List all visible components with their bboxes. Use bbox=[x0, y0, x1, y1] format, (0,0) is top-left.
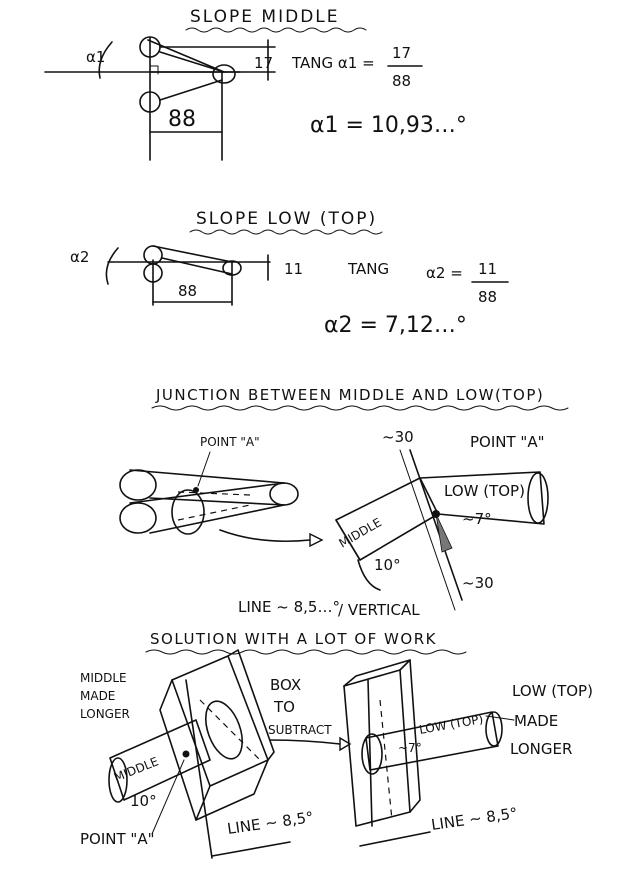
alpha2-result: α2 = 7,12…° bbox=[324, 313, 467, 338]
solution-underline bbox=[145, 649, 467, 655]
point-a-right-label: POINT "A" bbox=[470, 433, 545, 451]
end-circle bbox=[212, 64, 236, 84]
alpha2-label: α2 bbox=[70, 248, 89, 266]
tang-alpha2: α2 = bbox=[426, 264, 463, 282]
box-note-2: TO bbox=[273, 698, 295, 716]
tang-alpha2-num: 11 bbox=[478, 260, 497, 278]
section-junction: JUNCTION BETWEEN MIDDLE AND LOW(TOP) POI… bbox=[119, 386, 569, 619]
middle-note-3: LONGER bbox=[80, 707, 130, 721]
angle-top-label: ~30 bbox=[382, 428, 414, 446]
alpha1-label: α1 bbox=[86, 48, 105, 66]
alpha1-arc bbox=[98, 41, 113, 79]
section-slope-low: SLOPE LOW (TOP) α2 11 88 TANG α2 = 11 88… bbox=[70, 209, 509, 338]
low-note-1: LOW (TOP) bbox=[512, 682, 593, 700]
low-tube-label: LOW (TOP) bbox=[418, 712, 484, 737]
dim-11: 11 bbox=[284, 260, 303, 278]
alpha1-result: α1 = 10,93…° bbox=[310, 113, 467, 138]
solution-title: SOLUTION WITH A LOT OF WORK bbox=[150, 630, 437, 648]
point-a-dot-solution bbox=[182, 750, 190, 758]
point-a-dot-left bbox=[193, 487, 199, 493]
point-a-solution-label: POINT "A" bbox=[80, 830, 155, 848]
section-solution: SOLUTION WITH A LOT OF WORK MIDDLE MADE … bbox=[80, 630, 593, 859]
slope-middle-underline bbox=[185, 27, 367, 33]
low-angle-label: ~7° bbox=[462, 510, 492, 528]
junction-arrow bbox=[219, 529, 311, 542]
middle-tube-sketch bbox=[335, 477, 439, 561]
junction-title: JUNCTION BETWEEN MIDDLE AND LOW(TOP) bbox=[155, 386, 544, 404]
tang-2: TANG bbox=[347, 260, 389, 278]
line-right-label: LINE ~ 8,5° bbox=[430, 804, 519, 834]
box-arrow bbox=[269, 739, 341, 745]
section-slope-middle: SLOPE MIDDLE α1 17 88 TANG α1 = 17 88 α1… bbox=[44, 7, 467, 161]
low-note-2: MADE bbox=[514, 712, 558, 730]
line-label: LINE ~ 8,5…° bbox=[238, 598, 340, 616]
middle-angle-label: 10° bbox=[374, 556, 401, 574]
point-a-dot-right bbox=[432, 510, 440, 518]
angle-bottom-label: ~30 bbox=[462, 574, 494, 592]
low-note-3: LONGER bbox=[510, 740, 572, 758]
dim-17: 17 bbox=[254, 54, 273, 72]
slope-low-underline bbox=[189, 229, 383, 235]
point-a-left-label: POINT "A" bbox=[200, 435, 260, 449]
middle-tube-angle: 10° bbox=[130, 792, 157, 810]
slope-middle-title: SLOPE MIDDLE bbox=[190, 7, 340, 27]
tang-alpha1-num: 17 bbox=[392, 44, 411, 62]
junction-underline bbox=[151, 405, 569, 411]
line-left-label: LINE ~ 8,5° bbox=[226, 808, 315, 838]
box-note-3: SUBTRACT bbox=[268, 723, 332, 737]
slope-line-1 bbox=[147, 39, 225, 73]
box-note-1: BOX bbox=[270, 676, 301, 694]
middle-tube-left bbox=[109, 719, 211, 801]
dim-88: 88 bbox=[168, 107, 196, 132]
low-tube-right bbox=[365, 711, 499, 771]
right-angle-mark bbox=[149, 65, 159, 75]
subtract-box-front bbox=[171, 655, 269, 787]
middle-note-2: MADE bbox=[80, 689, 115, 703]
hatch-wedge bbox=[435, 513, 453, 553]
vertical-label: / VERTICAL bbox=[338, 601, 420, 619]
vertical-line bbox=[409, 449, 463, 601]
tang-alpha2-den: 88 bbox=[478, 288, 497, 306]
tang-alpha1: TANG α1 = bbox=[291, 54, 375, 72]
tang-alpha1-den: 88 bbox=[392, 72, 411, 90]
dim-88-2: 88 bbox=[178, 282, 197, 300]
slope-line-2 bbox=[159, 51, 225, 73]
low-tube-angle: ~7° bbox=[398, 741, 422, 755]
slope-line-3 bbox=[159, 79, 223, 101]
slope-low-title: SLOPE LOW (TOP) bbox=[196, 209, 377, 229]
middle-note-1: MIDDLE bbox=[80, 671, 127, 685]
alpha2-arc bbox=[105, 247, 119, 285]
low-label: LOW (TOP) bbox=[444, 482, 525, 500]
low-tube-sketch bbox=[419, 471, 545, 525]
